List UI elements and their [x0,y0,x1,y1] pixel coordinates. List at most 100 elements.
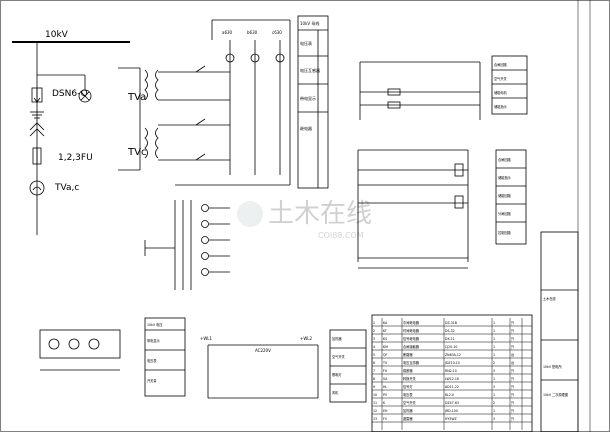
table-cell: 只 [511,337,514,341]
bm-mid-label: AC220V [255,348,271,353]
table-cell: 信号继电器 [403,336,420,341]
ll-row-0: 带电显示 [147,338,160,343]
tva-winding-icon [144,69,148,101]
meter-b-icon [250,53,260,63]
table-cell: 只 [511,369,514,373]
bm-box-0: 加热器 [332,336,342,341]
table-cell: 只 [511,393,514,397]
table-cell: QF [383,353,388,357]
table-cell: 电压互感器 [403,360,420,365]
watermark-logo-icon [237,201,263,227]
table-cell: 13 [373,417,377,421]
pt-secondary: TVa TVc a630 b630 c630 [118,19,291,186]
table-cell: 3 [493,417,495,421]
table-cell: 1 [493,329,495,333]
indicator-icon [78,89,92,103]
table-cell: 只 [511,345,514,349]
table-cell: HL [383,385,387,389]
table-cell: 7 [373,369,375,373]
table-cell: CJ20-10 [445,345,457,349]
table-cell: JRD-100 [444,409,458,413]
table-cell: DZ47-63 [445,401,459,405]
panel1-row-3: 继电器 [300,125,312,131]
table-cell: 避雷器 [403,416,413,421]
table-cell: 时间继电器 [403,328,420,333]
table-cell: KT [383,329,387,333]
bottom-middle-circuit: +WL1 +WL2 AC220V 加热器 空气开关 照明灯 风机 [200,329,367,403]
table-cell: 合闸接触器 [403,344,420,349]
mr-box-3: 分闸回路 [498,211,512,216]
table-cell: 1 [493,377,495,381]
bm-box-2: 照明灯 [332,372,342,377]
pt-label: TVa,c [54,183,79,193]
panel1-row-1: 电压互感器 [300,67,320,73]
ll-header: 10kV 电压 [147,322,163,327]
table-cell: 2 [373,329,375,333]
mr-box-4: 控制回路 [498,230,512,235]
panel1-row-2: 带电显示 [300,95,316,101]
table-cell: LW12-16 [445,377,459,381]
watermark-sub: COI88.COM [318,231,364,240]
table-cell: EH [383,409,388,413]
table-cell: FU [383,369,388,373]
table-cell: 12 [373,409,377,413]
table-cell: PV [383,393,388,397]
watermark-text: 土木在线 [268,199,372,229]
table-cell: TV [382,361,388,365]
table-cell: 只 [511,417,514,421]
table-cell: 1 [493,393,495,397]
lower-left-circuit: 10kV 电压 带电显示 电压表 开关量 [39,317,186,397]
bm-left-label: +WL1 [200,336,213,341]
mr-box-0: 合闸回路 [498,157,512,162]
table-cell: 只 [511,321,514,325]
table-cell: 信号灯 [403,384,413,389]
table-cell: 3 [493,385,495,389]
disconnect-icon [29,122,45,131]
ur-box-1: 空气开关 [494,76,508,81]
table-cell: 只 [511,329,514,333]
table-cell: 只 [511,401,514,405]
tb-company: 土木在线 [543,296,557,301]
meter-c-label: c630 [272,30,282,35]
table-cell: FV [383,417,388,421]
ll-row-2: 开关量 [147,378,157,383]
table-cell: 2 [493,361,495,365]
table-cell: 1 [493,345,495,349]
table-cell: 熔断器 [403,368,413,373]
table-cell: 2 [493,401,495,405]
table-cell: 11 [373,401,377,405]
table-cell: K [383,401,386,405]
tb-project: 10kV 配电所 [543,364,562,369]
table-cell: SA [383,377,388,381]
table-cell: 3 [373,337,375,341]
bm-box-3: 风机 [332,390,339,395]
table-cell: 8 [373,377,375,381]
left-primary-circuit: 10kV DSN6-Q 1,2,3FU TVa,c [12,30,130,235]
ll-row-1: 电压表 [147,358,157,363]
terminal-grid [144,200,230,290]
table-cell: 10 [373,393,377,397]
table-cell: 台 [511,360,514,365]
table-cell: 6 [373,361,375,365]
table-cell: DS-32 [445,329,455,333]
panel1-header: 10kV 母线 [300,20,319,26]
upper-right-circuit: 合闸回路 空气开关 储能电机 储能指示 [359,55,528,120]
table-cell: 加热器 [403,408,413,413]
table-cell: 1 [493,337,495,341]
meter-c-icon [275,53,285,63]
table-cell: 转换开关 [403,376,417,381]
table-cell: 1 [493,353,495,357]
ur-box-0: 合闸回路 [494,62,508,67]
table-cell: 4 [373,345,375,349]
table-cell: KM [383,345,388,349]
watermark: 土木在线 COI88.COM [237,199,372,240]
table-cell: KS [383,337,387,341]
table-cell: HY5WZ [445,417,458,421]
bus-label: 10kV [45,30,69,40]
fuse-label: 1,2,3FU [58,153,93,163]
meter-b-label: b630 [247,30,258,35]
table-cell: DX-11 [445,337,455,341]
tvc-winding-icon [144,127,148,159]
